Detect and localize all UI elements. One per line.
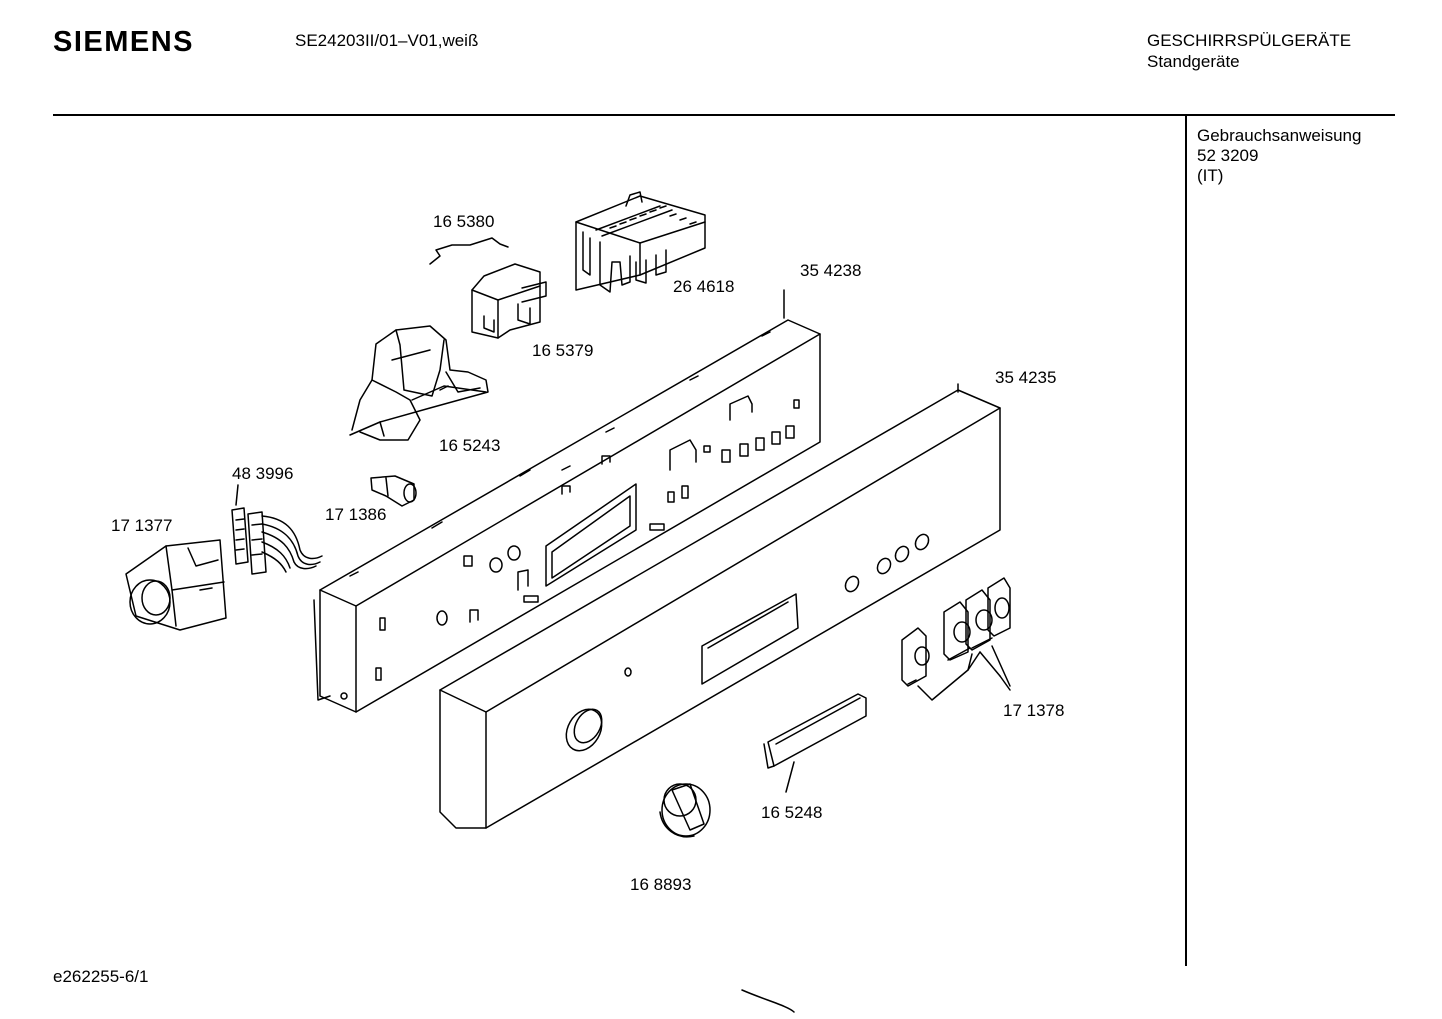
front-panel-part bbox=[439, 383, 1001, 829]
part-label: 17 1378 bbox=[1003, 701, 1065, 720]
spring-wire-part bbox=[429, 237, 509, 265]
sheet-curve-mark bbox=[741, 989, 795, 1013]
part-label: 16 5380 bbox=[433, 212, 495, 231]
side-note-number: 52 3209 bbox=[1197, 146, 1259, 165]
side-note-title: Gebrauchsanweisung bbox=[1197, 126, 1362, 145]
header-divider bbox=[53, 114, 1395, 116]
side-note-language: (IT) bbox=[1197, 166, 1224, 185]
switch-block-part bbox=[575, 191, 706, 293]
cable-harness-part bbox=[231, 484, 323, 575]
part-label: 35 4238 bbox=[800, 261, 862, 280]
model-number: SE24203II/01–V01,weiß bbox=[295, 31, 479, 50]
part-label: 16 5379 bbox=[532, 341, 594, 360]
part-label: 17 1377 bbox=[111, 516, 173, 535]
category-title: GESCHIRRSPÜLGERÄTE bbox=[1147, 31, 1352, 50]
knob-part bbox=[659, 783, 711, 838]
part-label: 17 1386 bbox=[325, 505, 387, 524]
document-id: e262255-6/1 bbox=[53, 967, 149, 986]
part-label: 26 4618 bbox=[673, 277, 735, 296]
part-label: 48 3996 bbox=[232, 464, 294, 483]
part-label: 16 5248 bbox=[761, 803, 823, 822]
brand-logo: SIEMENS bbox=[53, 26, 195, 58]
side-divider bbox=[1185, 116, 1187, 966]
display-window-part bbox=[763, 693, 867, 793]
push-buttons-part bbox=[901, 577, 1011, 701]
part-label: 16 5243 bbox=[439, 436, 501, 455]
control-frame-part bbox=[313, 289, 821, 713]
part-label: 35 4235 bbox=[995, 368, 1057, 387]
switch-housing-part bbox=[471, 263, 547, 339]
lamp-holder-part bbox=[370, 475, 417, 507]
part-label: 16 8893 bbox=[630, 875, 692, 894]
bracket-part bbox=[349, 325, 489, 441]
subcategory-title: Standgeräte bbox=[1147, 52, 1240, 71]
timer-programmer-part bbox=[125, 539, 227, 631]
